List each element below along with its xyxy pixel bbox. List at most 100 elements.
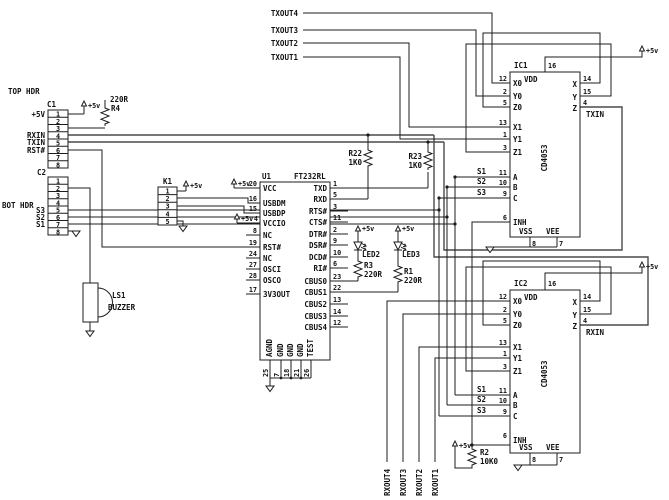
u1-part: FT232RL xyxy=(294,172,326,181)
ic2-s1: S1 xyxy=(477,385,487,394)
r23-ref: R23 xyxy=(408,152,422,161)
ic1-vee: VEE xyxy=(546,227,560,236)
u1-pin-name: VCC xyxy=(263,184,277,193)
ground-symbols xyxy=(71,225,523,472)
u1-pin-name: NC xyxy=(263,231,272,240)
ic1-pin-num: 10 xyxy=(499,179,507,187)
c1-ref: C1 xyxy=(47,100,57,109)
ic1-vdd-num: 16 xyxy=(548,62,556,70)
u1-pin-name: USBDM xyxy=(263,199,286,208)
u1-pin-name: CBUS0 xyxy=(304,277,327,286)
resistor-r2-body xyxy=(466,447,478,467)
wire-buzzer xyxy=(68,187,91,331)
c2-ref: C2 xyxy=(37,168,46,177)
ic1-vss-num: 8 xyxy=(532,240,536,248)
txout2-label: TXOUT2 xyxy=(271,39,298,48)
u1-pin-num: 21 xyxy=(293,369,301,377)
u1-pin-num: 23 xyxy=(333,273,341,281)
mux-ic2: IC2 16 VDD CD4053 12 2 5 13 1 3 11 10 9 … xyxy=(477,279,605,464)
ic1-pin-name: X0 xyxy=(513,79,523,88)
c1-pin: 2 xyxy=(56,118,60,126)
ic2-vdd-num: 16 xyxy=(548,280,556,288)
ic2-vee: VEE xyxy=(546,443,560,452)
p5v-arrow-r2 xyxy=(451,439,459,447)
c2-pin: 6 xyxy=(56,214,60,222)
c1-pin: 4 xyxy=(56,132,60,140)
ic2-pin-num: 9 xyxy=(503,408,507,416)
u1-pin-name: DCD# xyxy=(309,253,328,262)
u1-pin-name: DTR# xyxy=(309,230,328,239)
ls1-ref: LS1 xyxy=(112,291,126,300)
wire-led2-chain xyxy=(330,231,359,282)
led3-symbol xyxy=(393,241,407,252)
ic2-pin-name: Z xyxy=(572,322,577,331)
ic2-pin-name: INH xyxy=(513,436,527,445)
u1-pin-name: VCCIO xyxy=(263,219,286,228)
ls1-arc xyxy=(97,287,113,318)
u1-pin-name: RXD xyxy=(313,195,327,204)
ic1-pin-name: Y0 xyxy=(513,92,523,101)
bot-header-c2: BOT HDR C2 1 2 3 4 5 6 7 8 S3 S2 S1 xyxy=(2,168,69,236)
buzzer-ls1: LS1 BUZZER xyxy=(82,282,136,323)
k1-pin: 5 xyxy=(165,218,169,226)
p5v-arrow-c1 xyxy=(80,99,88,107)
wire-u1-right xyxy=(330,135,429,328)
p5v-arrow-ic1 xyxy=(638,44,646,52)
ic2-pin-name: A xyxy=(513,391,518,400)
r3-ref: R3 xyxy=(364,261,374,270)
k1-pin: 3 xyxy=(165,203,169,211)
ic1-s1: S1 xyxy=(477,167,487,176)
wire-net-rxin xyxy=(68,134,649,326)
ic1-pin-num: 6 xyxy=(503,214,507,222)
r22-val: 1K0 xyxy=(348,158,362,167)
u1-pin-num: 24 xyxy=(249,250,257,258)
wire-net-txin xyxy=(68,106,623,251)
wire-ic2-vdd xyxy=(544,267,643,290)
ic1-pin-name: X1 xyxy=(513,123,523,132)
ic2-pin-num: 11 xyxy=(499,387,507,395)
resistor-r23-body xyxy=(422,150,434,170)
u1-pin-name: TEST xyxy=(306,338,315,357)
ic1-vee-num: 7 xyxy=(559,240,563,248)
u1-pin-num: 20 xyxy=(249,180,257,188)
ic1-pin-num: 9 xyxy=(503,190,507,198)
ic1-pin-name: X xyxy=(572,80,577,89)
wire-c1-p1-5v xyxy=(68,106,85,115)
gnd-ic2 xyxy=(513,464,523,472)
p5v-label: +5v xyxy=(646,263,658,271)
c1-dividers xyxy=(48,116,68,162)
bot-hdr-label: BOT HDR xyxy=(2,201,34,210)
p5v-label: +5v xyxy=(646,47,658,55)
ic2-pin-num: 14 xyxy=(583,293,591,301)
c2-pin: 7 xyxy=(56,221,60,229)
ic2-pin-num: 15 xyxy=(583,306,591,314)
wire-led3-chain xyxy=(330,231,399,293)
u1-pin-name: CBUS4 xyxy=(304,323,327,332)
ls1-body xyxy=(82,282,99,323)
ic2-pin-name: Z0 xyxy=(513,321,523,330)
ic2-pin-num: 4 xyxy=(583,317,587,325)
ic1-pin-name: A xyxy=(513,173,518,182)
ic2-vss: VSS xyxy=(519,443,533,452)
u1-pin-num: 15 xyxy=(249,205,257,213)
u1-pin-name: OSCO xyxy=(263,276,282,285)
u1-pin-num: 17 xyxy=(249,286,257,294)
ic2-s3: S3 xyxy=(477,406,487,415)
u1-pin-num: 1 xyxy=(333,180,337,188)
ic2-vdd: VDD xyxy=(524,293,538,302)
component-labels: 220R R4 R22 1K0 R23 1K0 LED2 R3 220R LED… xyxy=(110,95,499,466)
u1-pin-num: 8 xyxy=(253,227,257,235)
ic1-body xyxy=(509,71,581,238)
u1-pin-name: OSCI xyxy=(263,265,281,274)
ic2-pin-name: Y xyxy=(572,311,577,320)
wire-ic2-gnd xyxy=(518,453,558,466)
u1-pin-name: CBUS2 xyxy=(304,300,327,309)
ic1-pin-name: B xyxy=(513,183,518,192)
txout3-label: TXOUT3 xyxy=(271,26,299,35)
r2-val: 10K0 xyxy=(480,457,499,466)
u1-pin-num: 5 xyxy=(333,191,337,199)
ic2-pin-num: 2 xyxy=(503,306,507,314)
ic1-pin-num: 1 xyxy=(503,131,507,139)
c1-sig-rst: RST# xyxy=(27,146,46,155)
ic1-pin-num: 12 xyxy=(499,75,507,83)
